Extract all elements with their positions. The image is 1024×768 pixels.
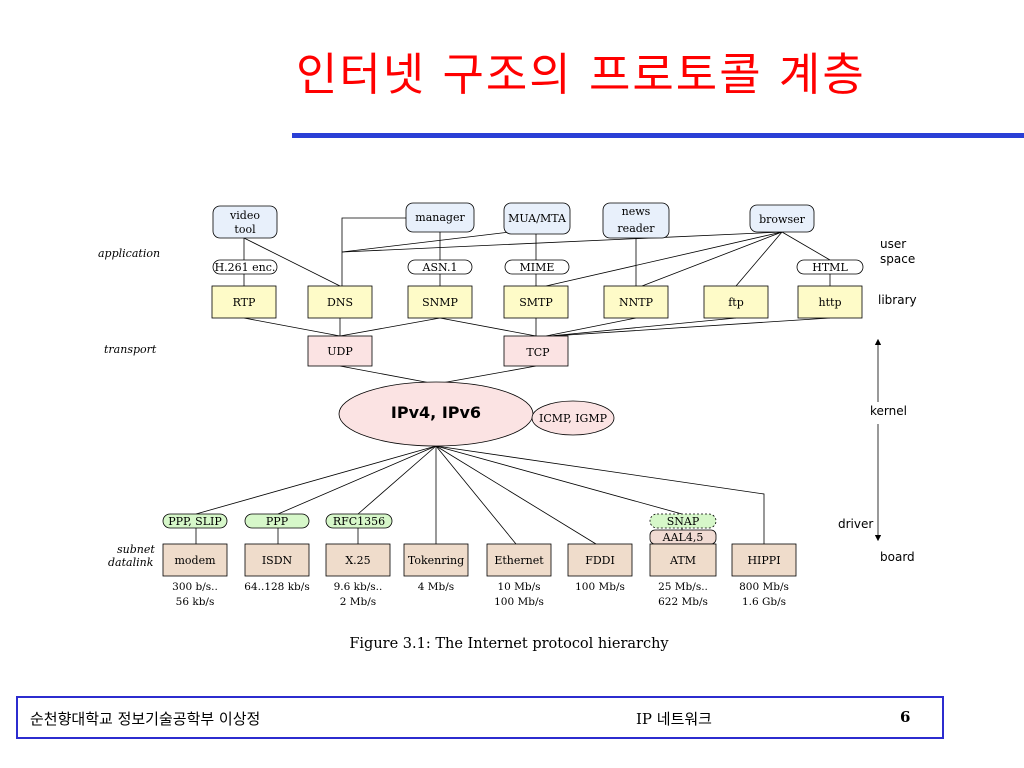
protocol-box-smtp bbox=[503, 285, 569, 319]
protocol-box-http bbox=[797, 285, 863, 319]
subnet-box-hippi bbox=[731, 543, 797, 577]
protocol-box-nntp bbox=[603, 285, 669, 319]
encoding-label-asn1: ASN.1 bbox=[422, 261, 458, 274]
protocol-label-smtp: SMTP bbox=[519, 296, 553, 309]
subnet-label-isdn: ISDN bbox=[262, 554, 293, 567]
subnet-label-atm: ATM bbox=[669, 554, 696, 567]
app-box-browser bbox=[749, 204, 815, 233]
protocol-box-dns bbox=[307, 285, 373, 319]
subnet-rate-x25-2: 2 Mb/s bbox=[340, 596, 376, 608]
protocol-label-nntp: NNTP bbox=[619, 296, 654, 309]
link-pill-rfc1356 bbox=[325, 513, 393, 529]
icmp-label: ICMP, IGMP bbox=[539, 412, 608, 425]
link-label-rfc1356: RFC1356 bbox=[333, 515, 385, 528]
encoding-pill-asn1 bbox=[407, 259, 473, 275]
ip-label: IPv4, IPv6 bbox=[391, 403, 481, 422]
subnet-box-x25 bbox=[325, 543, 391, 577]
app-label-browser: browser bbox=[759, 213, 805, 226]
subnet-label-x25: X.25 bbox=[345, 554, 370, 567]
app-label-reader: reader bbox=[617, 222, 655, 235]
encoding-pill-h261 bbox=[212, 259, 278, 275]
transport-label-tcp: TCP bbox=[526, 346, 550, 359]
protocol-box-ftp bbox=[703, 285, 769, 319]
app-box-mua-mta bbox=[503, 202, 571, 235]
protocol-box-rtp bbox=[211, 285, 277, 319]
layer-label-datalink: datalink bbox=[108, 556, 154, 569]
footer-affiliation: 순천향대학교 정보기술공학부 이상정 bbox=[30, 710, 261, 728]
encoding-label-mime: MIME bbox=[520, 261, 555, 274]
subnet-box-fddi bbox=[567, 543, 633, 577]
subnet-rate-ethernet-2: 100 Mb/s bbox=[494, 596, 544, 608]
link-pill-ppp-slip bbox=[162, 513, 228, 529]
protocol-hierarchy-diagram: application transport subnet datalink us… bbox=[98, 202, 917, 652]
side-label-kernel: kernel bbox=[870, 404, 907, 418]
subnet-box-modem bbox=[162, 543, 228, 577]
subnet-rate-hippi-1: 800 Mb/s bbox=[739, 581, 789, 593]
subnet-rate-ethernet-1: 10 Mb/s bbox=[497, 581, 540, 593]
subnet-rate-modem-2: 56 kb/s bbox=[176, 596, 215, 608]
footer-bar: 순천향대학교 정보기술공학부 이상정 IP 네트워크 6 bbox=[16, 696, 944, 739]
protocol-label-dns: DNS bbox=[327, 296, 353, 309]
layer-label-transport: transport bbox=[104, 343, 157, 356]
protocol-label-rtp: RTP bbox=[233, 296, 256, 309]
link-label-snap: SNAP bbox=[667, 515, 700, 528]
connector-lines bbox=[195, 217, 882, 545]
app-label-manager: manager bbox=[415, 211, 465, 224]
subnet-rate-x25-1: 9.6 kb/s.. bbox=[334, 581, 383, 593]
transport-box-tcp bbox=[503, 335, 569, 367]
app-label-tool: tool bbox=[234, 223, 256, 236]
subnet-rate-isdn-1: 64..128 kb/s bbox=[244, 581, 309, 593]
transport-label-udp: UDP bbox=[327, 345, 353, 358]
title-underline bbox=[292, 133, 1024, 138]
link-label-ppp-slip: PPP, SLIP bbox=[168, 515, 222, 528]
protocol-box-snmp bbox=[407, 285, 473, 319]
app-box-video-tool bbox=[212, 205, 278, 239]
subnet-label-modem: modem bbox=[174, 554, 216, 567]
encoding-pill-html bbox=[796, 259, 864, 275]
app-label-mua-mta: MUA/MTA bbox=[508, 212, 567, 225]
figure-caption: Figure 3.1: The Internet protocol hierar… bbox=[349, 636, 669, 652]
subnet-rate-atm-1: 25 Mb/s.. bbox=[658, 581, 708, 593]
link-label-ppp: PPP bbox=[266, 515, 289, 528]
subnet-box-tokenring bbox=[403, 543, 469, 577]
subnet-label-hippi: HIPPI bbox=[747, 554, 780, 567]
encoding-label-h261: H.261 enc. bbox=[215, 261, 276, 274]
protocol-label-ftp: ftp bbox=[728, 296, 744, 309]
subnet-rate-tokenring-1: 4 Mb/s bbox=[418, 581, 454, 593]
subnet-rate-atm-2: 622 Mb/s bbox=[658, 596, 708, 608]
side-label-user: user bbox=[880, 237, 906, 251]
side-label-library: library bbox=[878, 293, 917, 307]
subnet-label-fddi: FDDI bbox=[585, 554, 615, 567]
encoding-pill-mime bbox=[504, 259, 570, 275]
protocol-label-http: http bbox=[819, 296, 842, 309]
subnet-label-ethernet: Ethernet bbox=[494, 554, 544, 567]
subnet-label-tokenring: Tokenring bbox=[408, 554, 464, 567]
page-number: 6 bbox=[900, 708, 911, 726]
side-label-space: space bbox=[880, 252, 915, 266]
app-label-video: video bbox=[229, 209, 260, 222]
protocol-label-snmp: SNMP bbox=[422, 296, 458, 309]
link-pill-snap bbox=[649, 513, 717, 529]
app-box-news-reader bbox=[602, 202, 670, 239]
layer-label-subnet: subnet bbox=[117, 543, 155, 556]
subnet-rate-fddi-1: 100 Mb/s bbox=[575, 581, 625, 593]
layer-label-application: application bbox=[98, 247, 160, 260]
side-label-driver: driver bbox=[838, 517, 873, 531]
subnet-box-atm bbox=[649, 543, 717, 577]
app-box-manager bbox=[405, 202, 475, 233]
link-pill-ppp bbox=[244, 513, 310, 529]
subnet-rate-modem-1: 300 b/s.. bbox=[172, 581, 218, 593]
subnet-rate-hippi-2: 1.6 Gb/s bbox=[742, 596, 786, 608]
slide-title: 인터넷 구조의 프로토콜 계층 bbox=[296, 48, 866, 101]
footer-topic: IP 네트워크 bbox=[636, 710, 712, 728]
subnet-box-isdn bbox=[244, 543, 310, 577]
link-label-aal: AAL4,5 bbox=[662, 531, 704, 544]
encoding-label-html: HTML bbox=[812, 261, 848, 274]
side-label-board: board bbox=[880, 550, 915, 564]
subnet-box-ethernet bbox=[486, 543, 552, 577]
app-label-news: news bbox=[622, 205, 651, 218]
transport-box-udp bbox=[307, 335, 373, 367]
icmp-ellipse bbox=[531, 400, 615, 436]
